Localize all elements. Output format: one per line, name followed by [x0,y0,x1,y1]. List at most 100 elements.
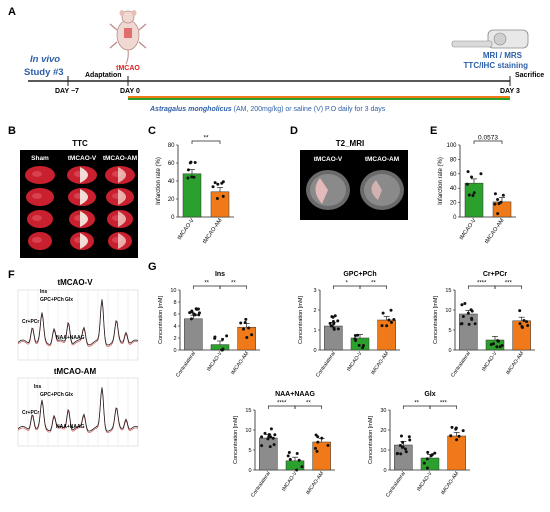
data-point [425,466,429,470]
panel-label-d: D [290,125,298,137]
y-tick-label: 40 [450,186,457,192]
data-point [186,176,190,180]
data-point [332,326,336,330]
data-point [286,454,290,458]
ttc-slice-highlight [32,237,42,243]
ttc-infarct [118,233,126,249]
significance-label: 0.0573 [478,135,498,142]
ttc-slice-highlight [32,215,42,221]
ttc-sham-label: Sham [31,155,49,162]
data-point [320,436,324,440]
data-point [525,320,529,324]
x-tick-label: tMCAO-V [281,470,299,492]
x-tick-label: tMCAO-AM [440,471,460,496]
ttc-brain-slices [25,166,135,250]
significance-bracket [429,405,458,409]
y-tick-label: 40 [168,179,175,185]
data-point [287,451,291,455]
x-tick-label: tMCAO-AM [202,217,224,244]
significance-label: * [345,281,348,287]
data-point [196,307,200,311]
data-point [389,308,393,312]
significance-label: **** [477,281,487,287]
significance-bracket [359,285,388,289]
x-tick-label: Contralateral [250,471,272,499]
data-point [220,348,224,352]
y-tick-label: 80 [450,157,457,163]
ttc-infarct [118,189,126,205]
y-tick-label: 0 [383,468,386,474]
mri-scanner-icon [451,29,529,49]
data-point [239,321,243,325]
data-point [496,339,500,343]
x-tick-label: tMCAO-AM [305,471,325,496]
data-point [403,447,407,451]
data-point [449,434,453,438]
treatment-bar-orange [128,96,510,98]
y-tick-label: 0 [448,348,451,354]
data-point [399,434,403,438]
data-point [518,309,522,313]
data-point [460,303,464,307]
mrs-am-glx-label: Glx [65,392,73,398]
data-point [216,182,220,186]
data-point [328,321,332,325]
mrs-am-gpc-label: GPC+PCh [40,392,64,398]
significance-label: ** [414,401,419,407]
y-tick-label: 30 [380,408,386,414]
ttc-infarct [80,233,88,249]
bar [464,182,484,218]
data-point [493,202,497,206]
data-point [470,317,474,321]
mrs-v-naa-label: NAA+NAAG [56,335,85,341]
data-point [404,450,408,454]
data-point [399,452,403,456]
data-point [466,170,470,174]
ttc-infarct [80,167,88,183]
data-point [297,458,301,462]
data-point [479,172,483,176]
ttc-tv-label: tMCAO-V [68,155,97,162]
data-point [243,320,247,324]
data-point [469,308,473,312]
data-point [241,327,245,331]
x-tick-label: Contralateral [315,351,337,379]
data-point [454,426,458,430]
day-minus7-label: DAY −7 [55,88,79,95]
data-point [430,453,434,457]
y-tick-label: 100 [446,143,457,149]
y-tick-label: 4 [173,324,176,330]
data-point [213,181,217,185]
data-point [467,322,471,326]
tmcao-label: tMCAO [116,65,140,72]
study-label: Study #3 [24,67,64,78]
y-axis-label: Concentration [mM] [433,296,439,344]
bar [210,344,230,351]
ttc-infarct [118,211,126,227]
data-point [356,333,360,337]
data-point [316,440,320,444]
data-point [220,181,224,185]
data-point [266,437,270,441]
data-point [493,192,497,196]
ttc-slice-highlight [32,193,42,199]
data-point [401,440,405,444]
data-point [489,343,493,347]
y-tick-label: 0 [453,215,457,221]
data-point [245,336,249,340]
y-tick-label: 15 [245,408,251,414]
adaptation-label: Adaptation [85,72,122,79]
bar [184,318,203,351]
x-tick-label: tMCAO-V [206,350,224,372]
data-point [472,191,476,195]
y-tick-label: 80 [168,143,175,149]
ttc-infarct [80,189,88,205]
data-point [465,182,469,186]
y-tick-label: 10 [445,308,451,314]
data-point [463,302,467,306]
data-point [288,457,292,461]
y-tick-label: 8 [173,300,176,306]
